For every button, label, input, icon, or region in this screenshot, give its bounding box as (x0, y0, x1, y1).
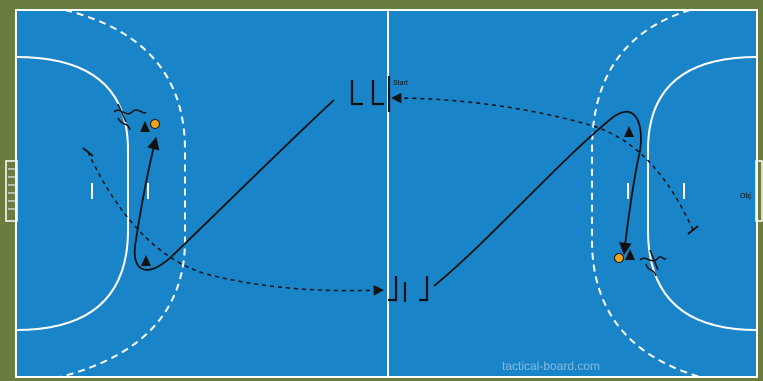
ball-right (614, 253, 624, 263)
left-free-throw-line (59, 9, 186, 378)
solid-run-right (433, 110, 642, 287)
dashed-pass-left (87, 151, 385, 296)
player-group-start[interactable] (350, 76, 391, 112)
player-group-bottom[interactable] (388, 276, 429, 302)
court (15, 9, 758, 378)
cone-right-2 (625, 249, 635, 260)
start-label: Start (393, 80, 408, 87)
cone-right-1 (624, 126, 634, 137)
right-goal-area (647, 56, 758, 331)
dashed-pass-right (390, 92, 694, 231)
left-goal-area (15, 56, 129, 331)
cone-left-1 (140, 121, 150, 132)
left-goal (5, 160, 18, 222)
ball-left (150, 119, 160, 129)
obj-label: Obj (740, 193, 751, 200)
right-free-throw-line (591, 9, 701, 378)
watermark: tactical-board.com (502, 359, 600, 373)
cone-left-2 (141, 255, 151, 266)
wavy-run-right (639, 249, 667, 277)
solid-run-left (133, 99, 335, 271)
right-goal (755, 160, 763, 222)
wavy-run-left (113, 103, 147, 131)
